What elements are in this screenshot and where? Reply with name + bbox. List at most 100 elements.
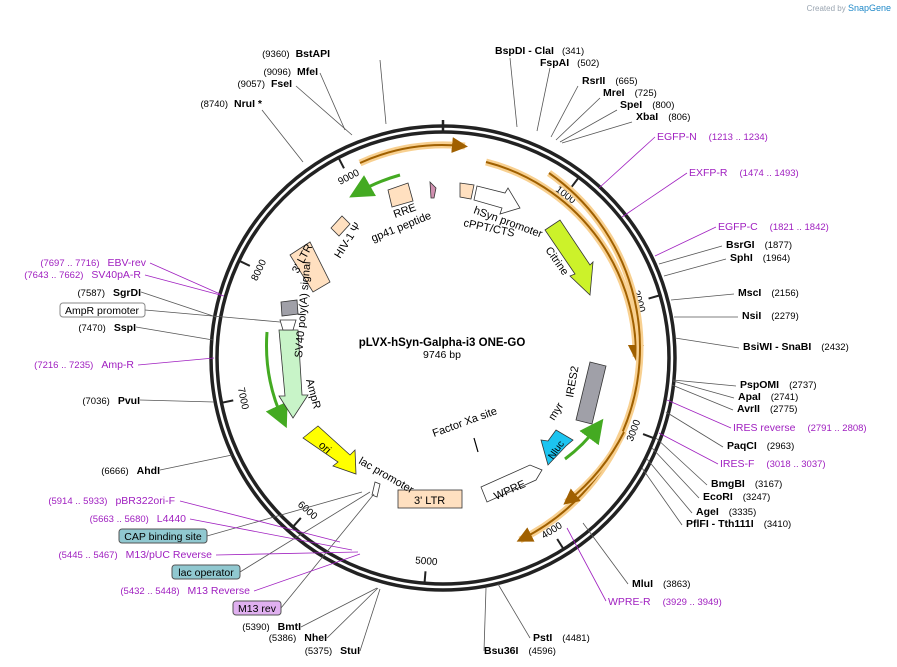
enzyme-name: PaqCI <box>727 440 757 452</box>
enzyme-ahdi: (6666)AhdI <box>101 465 160 477</box>
primer-m13-reverse: (5432 .. 5448)M13 Reverse <box>120 585 250 597</box>
orf-arrow-top-line <box>359 137 468 164</box>
feature-ampr-promoter-shape <box>279 319 297 331</box>
enzyme-fspai: FspAI(502) <box>540 57 599 69</box>
enzyme-pos: (2279) <box>771 311 798 322</box>
enzyme-name: StuI <box>340 645 360 657</box>
enzyme-fsei: (9057)FseI <box>238 78 293 90</box>
enzyme-name: RsrII <box>582 75 605 87</box>
enzyme-bmgbi: BmgBI(3167) <box>711 478 782 490</box>
enzyme-agei: AgeI(3335) <box>696 506 756 518</box>
ring-tick <box>642 433 655 440</box>
enzyme-name: NheI <box>304 632 327 644</box>
orf-arrow-short <box>563 431 625 505</box>
enzyme-bsu36i: Bsu36I (4596) <box>484 645 556 657</box>
enzyme-bsrgi: BsrGI(1877) <box>726 239 792 251</box>
enzyme-pos: (1964) <box>763 253 790 264</box>
enzyme-spei: SpeI(800) <box>620 99 674 111</box>
enzyme-pos: (9057) <box>238 79 265 90</box>
enzyme-name: Bsu36I <box>484 645 519 657</box>
enzyme-pos: (5375) <box>305 646 332 657</box>
enzyme-pflfi-tth111i: PflFI - Tth111I (3410) <box>686 518 791 530</box>
primer-name: L4440 <box>157 513 186 525</box>
primer-sv40pa-r: (7643 .. 7662)SV40pA-R <box>24 269 141 281</box>
enzyme-name: MreI <box>603 87 625 99</box>
primer-range: (5914 .. 5933) <box>48 496 107 507</box>
green-arrow-top <box>349 173 401 198</box>
enzyme-name: PvuI <box>118 395 140 407</box>
primer-ires-f: IRES-F(3018 .. 3037) <box>720 458 826 470</box>
enzyme-rsrii: RsrII(665) <box>582 75 638 87</box>
enzyme-pos: (7036) <box>82 396 109 407</box>
primer-range: (3018 .. 3037) <box>766 459 825 470</box>
enzyme-pos: (3410) <box>764 519 791 530</box>
enzyme-name: MscI <box>738 287 761 299</box>
primer-name: EXFP-R <box>689 167 728 179</box>
feature-wpre-shape <box>480 464 543 503</box>
primer-ebv-rev: (7697 .. 7716)EBV-rev <box>40 257 146 269</box>
enzyme-pos: (3863) <box>663 579 690 590</box>
enzyme-mlui: MluI(3863) <box>632 578 690 590</box>
enzyme-sspi: (7470) SspI <box>78 322 136 334</box>
feature-3ltr-bottom-shape <box>397 489 463 509</box>
primer-name: SV40pA-R <box>91 269 141 281</box>
feature-sv40-shape <box>280 299 299 317</box>
leader-lines <box>135 57 740 652</box>
enzyme-pos: (2741) <box>771 392 798 403</box>
enzyme-pos: (5386) <box>269 633 296 644</box>
primer-wpre-r: WPRE-R(3929 .. 3949) <box>608 596 722 608</box>
enzyme-name: NruI * <box>234 98 263 110</box>
primer-pbr322ori-f: (5914 .. 5933)pBR322ori-F <box>48 495 175 507</box>
enzyme-name: AvrII <box>737 403 760 415</box>
ring-tick-label: 5000 <box>415 555 439 568</box>
feature-cppt-shape <box>459 182 475 200</box>
primer-labels: EGFP-N(1213 .. 1234) EXFP-R(1474 .. 1493… <box>24 131 866 608</box>
enzyme-pos: (4481) <box>562 633 589 644</box>
ring-tick-label: 8000 <box>250 258 270 283</box>
feature-3ltr-left-shape <box>289 241 331 293</box>
enzyme-name: AgeI <box>696 506 719 518</box>
plasmid-length: 9746 bp <box>423 349 461 361</box>
primer-m13-puc-reverse: (5445 .. 5467)M13/pUC Reverse <box>58 549 212 561</box>
enzyme-name: XbaI <box>636 111 658 123</box>
enzyme-name: NsiI <box>742 310 761 322</box>
enzyme-pos: (2432) <box>821 342 848 353</box>
enzyme-pos: (7470) <box>78 323 105 334</box>
feature-gp41-shape <box>429 180 437 199</box>
primer-range: (1821 .. 1842) <box>770 222 829 233</box>
enzyme-pos: (3247) <box>743 492 770 503</box>
enzyme-name: PflFI - Tth111I <box>686 518 754 530</box>
ring-tick <box>423 571 427 584</box>
enzyme-pvui: (7036) PvuI <box>82 395 140 407</box>
primer-range: (1474 .. 1493) <box>740 168 799 179</box>
enzyme-bspdi-clai: BspDI - ClaI(341) <box>495 45 584 57</box>
enzyme-name: BsrGI <box>726 239 755 251</box>
enzyme-name: SspI <box>114 322 136 334</box>
feature-label-factor-xa: Factor Xa site <box>431 405 499 439</box>
enzyme-name: BsiWI - SnaBI <box>743 341 811 353</box>
enzyme-pos: (4596) <box>528 646 555 657</box>
box-lac-operator-label: lac operator <box>178 567 234 579</box>
enzyme-pos: (5390) <box>242 622 269 633</box>
primer-range: (7697 .. 7716) <box>40 258 99 269</box>
feature-citrine-shape <box>544 219 594 296</box>
enzyme-pspomi: PspOMI(2737) <box>740 379 817 391</box>
enzyme-mrei: MreI(725) <box>603 87 657 99</box>
enzyme-psti: PstI(4481) <box>533 632 590 644</box>
box-cap-binding-site-label: CAP binding site <box>124 531 202 543</box>
enzyme-name: BspDI - ClaI <box>495 45 554 57</box>
primer-name: M13 Reverse <box>188 585 251 597</box>
primer-range: (1213 .. 1234) <box>709 132 768 143</box>
box-ampr-promoter-label: AmpR promoter <box>65 305 140 317</box>
feature-hsyn-shape <box>473 185 521 215</box>
enzyme-name: EcoRI <box>703 491 733 503</box>
ring-tick <box>648 294 661 300</box>
feature-rre-shape <box>387 182 414 208</box>
ring-tick <box>292 517 302 528</box>
snapgene-logo: SnapGene <box>847 3 891 13</box>
enzyme-pos: (8740) <box>201 99 228 110</box>
primer-l4440: (5663 .. 5680)L4440 <box>90 513 187 525</box>
feature-nluc-shape <box>540 429 574 466</box>
enzyme-name: SphI <box>730 252 753 264</box>
